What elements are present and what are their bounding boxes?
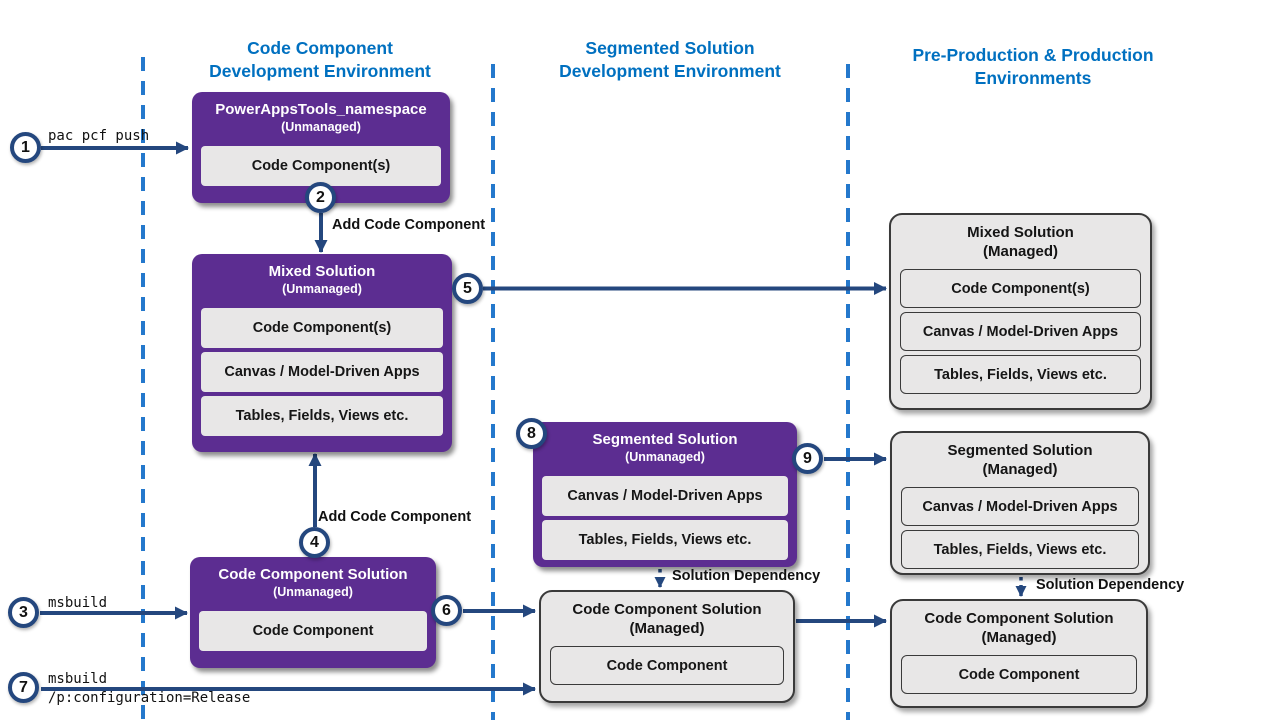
node-state: (Unmanaged) — [282, 282, 362, 296]
node-row: Canvas / Model-Driven Apps — [901, 487, 1139, 526]
lane-header-line1: Segmented Solution — [585, 38, 755, 58]
node-title: Code Component Solution — [572, 601, 762, 618]
node-row: Tables, Fields, Views etc. — [542, 520, 788, 560]
step-circle-4: 4 — [299, 527, 330, 558]
node-row: Canvas / Model-Driven Apps — [542, 476, 788, 516]
node-row: Code Component — [901, 655, 1137, 694]
step-circle-7: 7 — [8, 672, 39, 703]
node-row: Code Component — [550, 646, 784, 685]
node-row: Code Component(s) — [900, 269, 1141, 308]
step-circle-8: 8 — [516, 418, 547, 449]
node-row: Code Component — [199, 611, 427, 651]
step-number: 1 — [21, 138, 30, 156]
node-state: (Unmanaged) — [625, 450, 705, 464]
node-code-component-solution-unmanaged: Code Component Solution (Unmanaged) Code… — [190, 557, 436, 668]
step-number: 6 — [442, 601, 451, 619]
node-title: Code Component Solution — [218, 566, 408, 583]
node-row: Tables, Fields, Views etc. — [900, 355, 1141, 394]
step-circle-5: 5 — [452, 273, 483, 304]
node-title: Segmented Solution — [592, 431, 738, 448]
node-title: PowerAppsTools_namespace — [215, 101, 427, 118]
node-row: Tables, Fields, Views etc. — [901, 530, 1139, 569]
node-title: Mixed Solution — [268, 263, 376, 280]
step-number: 7 — [19, 678, 28, 696]
step-number: 2 — [316, 188, 325, 206]
lane-header-line1: Pre-Production & Production — [912, 45, 1154, 65]
node-title: Segmented Solution — [947, 442, 1093, 459]
node-state: (Managed) — [983, 243, 1058, 260]
lane-header-line2: Environments — [974, 68, 1092, 88]
label-add-code-component-upper: Add Code Component — [332, 217, 486, 233]
node-mixed-solution-managed: Mixed Solution (Managed) Code Component(… — [889, 213, 1152, 410]
step-number: 5 — [463, 279, 472, 297]
lane-header-preprod-prod: Pre-Production & Production Environments — [878, 44, 1188, 90]
node-code-component-solution-managed-right: Code Component Solution (Managed) Code C… — [890, 599, 1148, 708]
node-row: Canvas / Model-Driven Apps — [900, 312, 1141, 351]
lane-header-segmented-dev: Segmented Solution Development Environme… — [520, 37, 820, 83]
node-state: (Unmanaged) — [281, 120, 361, 134]
lane-header-code-component-dev: Code Component Development Environment — [170, 37, 470, 83]
node-row: Canvas / Model-Driven Apps — [201, 352, 443, 392]
node-title: Code Component Solution — [924, 610, 1114, 627]
lane-header-line2: Development Environment — [559, 61, 781, 81]
label-msbuild-release: msbuild /p:configuration=Release — [48, 670, 250, 708]
node-state: (Managed) — [982, 461, 1058, 478]
label-solution-dependency-mid: Solution Dependency — [672, 568, 821, 584]
step-number: 9 — [803, 449, 812, 467]
node-state: (Unmanaged) — [273, 585, 353, 599]
label-msbuild: msbuild — [48, 595, 108, 611]
node-segmented-solution-unmanaged: Segmented Solution (Unmanaged) Canvas / … — [533, 422, 797, 567]
node-state: (Managed) — [629, 620, 705, 637]
lane-header-line2: Development Environment — [209, 61, 431, 81]
label-add-code-component-lower: Add Code Component — [318, 509, 472, 525]
node-title: Mixed Solution — [967, 224, 1074, 241]
step-circle-3: 3 — [8, 597, 39, 628]
lane-header-line1: Code Component — [247, 38, 393, 58]
step-circle-9: 9 — [792, 443, 823, 474]
node-code-component-solution-managed-mid: Code Component Solution (Managed) Code C… — [539, 590, 795, 703]
node-state: (Managed) — [981, 629, 1057, 646]
node-mixed-solution-unmanaged: Mixed Solution (Unmanaged) Code Componen… — [192, 254, 452, 452]
node-segmented-solution-managed: Segmented Solution (Managed) Canvas / Mo… — [890, 431, 1150, 575]
label-pac-pcf-push: pac pcf push — [48, 128, 150, 144]
step-circle-6: 6 — [431, 595, 462, 626]
node-row: Code Component(s) — [201, 308, 443, 348]
label-msbuild-release-line1: msbuild — [48, 671, 108, 687]
label-solution-dependency-right: Solution Dependency — [1036, 577, 1185, 593]
step-circle-1: 1 — [10, 132, 41, 163]
node-row: Code Component(s) — [201, 146, 441, 186]
step-circle-2: 2 — [305, 182, 336, 213]
step-number: 3 — [19, 603, 28, 621]
step-number: 4 — [310, 533, 319, 551]
node-row: Tables, Fields, Views etc. — [201, 396, 443, 436]
label-msbuild-release-line2: /p:configuration=Release — [48, 690, 251, 706]
step-number: 8 — [527, 424, 536, 442]
